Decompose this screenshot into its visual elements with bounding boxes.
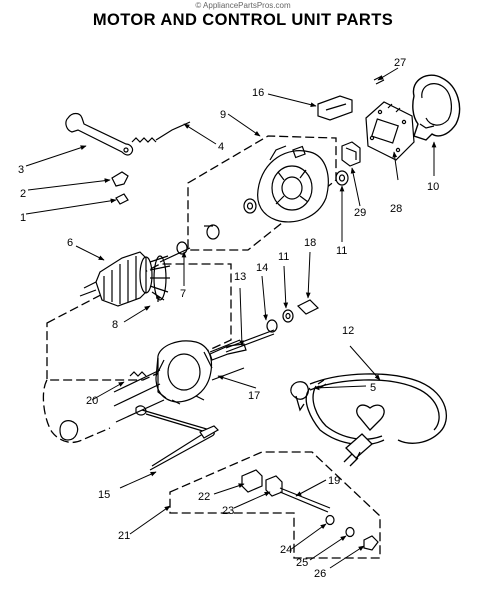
callout-18: 18 xyxy=(304,237,316,249)
lock-washer xyxy=(266,319,278,333)
control-body-22 xyxy=(241,469,263,493)
callout-13: 13 xyxy=(234,271,246,283)
callout-16: 16 xyxy=(252,87,264,99)
callout-23: 23 xyxy=(222,505,234,517)
rear-housing xyxy=(257,150,329,223)
cord-clamp xyxy=(65,112,134,156)
callout-24: 24 xyxy=(280,544,292,556)
top-left-parts xyxy=(65,112,191,205)
power-cord-parts xyxy=(290,373,448,467)
dashed-group-outlines xyxy=(46,135,381,559)
callout-22: 22 xyxy=(198,491,210,503)
callout-8: 8 xyxy=(112,319,118,331)
rear-housing-parts xyxy=(204,74,461,240)
control-parts xyxy=(135,405,379,551)
motor-group-outline xyxy=(46,263,232,381)
callout-11b: 11 xyxy=(278,251,289,263)
control-plate xyxy=(365,101,415,161)
callout-1: 1 xyxy=(20,212,26,224)
brush-holder xyxy=(341,141,361,167)
long-screw xyxy=(225,329,275,353)
leader-lines xyxy=(25,67,437,569)
callout-10: 10 xyxy=(427,181,439,193)
callout-21: 21 xyxy=(118,530,130,542)
callout-6: 6 xyxy=(67,237,73,249)
housing-bushing xyxy=(243,198,257,214)
frame-rods xyxy=(113,369,165,423)
housing-tab xyxy=(292,145,306,159)
diagram-title: MOTOR AND CONTROL UNIT PARTS xyxy=(92,11,394,29)
callout-3: 3 xyxy=(18,164,24,176)
callout-4: 4 xyxy=(218,141,224,153)
callout-11a: 11 xyxy=(336,245,347,257)
callout-14: 14 xyxy=(256,262,268,274)
nut xyxy=(111,171,129,187)
armature xyxy=(95,251,147,307)
motor-bushing-upper xyxy=(335,170,349,186)
plug xyxy=(345,433,373,459)
nut-25 xyxy=(345,526,355,538)
gasket xyxy=(412,74,461,141)
knob-26 xyxy=(363,535,379,551)
motor-frame xyxy=(155,340,213,403)
fan xyxy=(149,255,171,301)
strain-relief xyxy=(290,381,309,400)
control-rod-19 xyxy=(279,487,331,513)
motor-bushing-lower xyxy=(282,309,294,323)
bearing-sleeve xyxy=(296,299,320,315)
washer-24 xyxy=(325,514,335,526)
callout-25: 25 xyxy=(296,557,308,569)
pin xyxy=(156,296,160,302)
callout-29: 29 xyxy=(354,207,366,219)
callout-15: 15 xyxy=(98,489,110,501)
callout-2: 2 xyxy=(20,188,26,200)
callout-12: 12 xyxy=(342,325,354,337)
control-sleeve-23 xyxy=(265,475,283,497)
callout-26: 26 xyxy=(314,568,326,580)
callout-5: 5 xyxy=(370,382,376,394)
power-cord xyxy=(309,373,448,444)
speed-control-rod xyxy=(141,409,215,471)
motor-frame-parts xyxy=(42,299,320,444)
callout-labels: 1 2 3 4 5 6 7 8 9 10 11 11 12 13 14 15 1… xyxy=(18,57,439,580)
callout-28: 28 xyxy=(390,203,402,215)
control-group-outline xyxy=(169,451,381,559)
spring xyxy=(131,137,157,143)
brush-spring xyxy=(129,371,147,377)
control-plate-link xyxy=(199,425,219,439)
retaining-clip xyxy=(206,224,220,240)
callout-20: 20 xyxy=(86,395,98,407)
callout-17: 17 xyxy=(248,390,260,402)
terminal-bracket xyxy=(317,95,353,121)
callout-7: 7 xyxy=(180,288,186,300)
screw xyxy=(115,193,129,205)
watermark: © AppliancePartsPros.com xyxy=(195,1,291,10)
callout-27: 27 xyxy=(394,57,406,69)
callout-19: 19 xyxy=(328,475,340,487)
armature-parts xyxy=(79,241,191,307)
gear-housing-outline xyxy=(42,379,111,444)
callout-9: 9 xyxy=(220,109,226,121)
